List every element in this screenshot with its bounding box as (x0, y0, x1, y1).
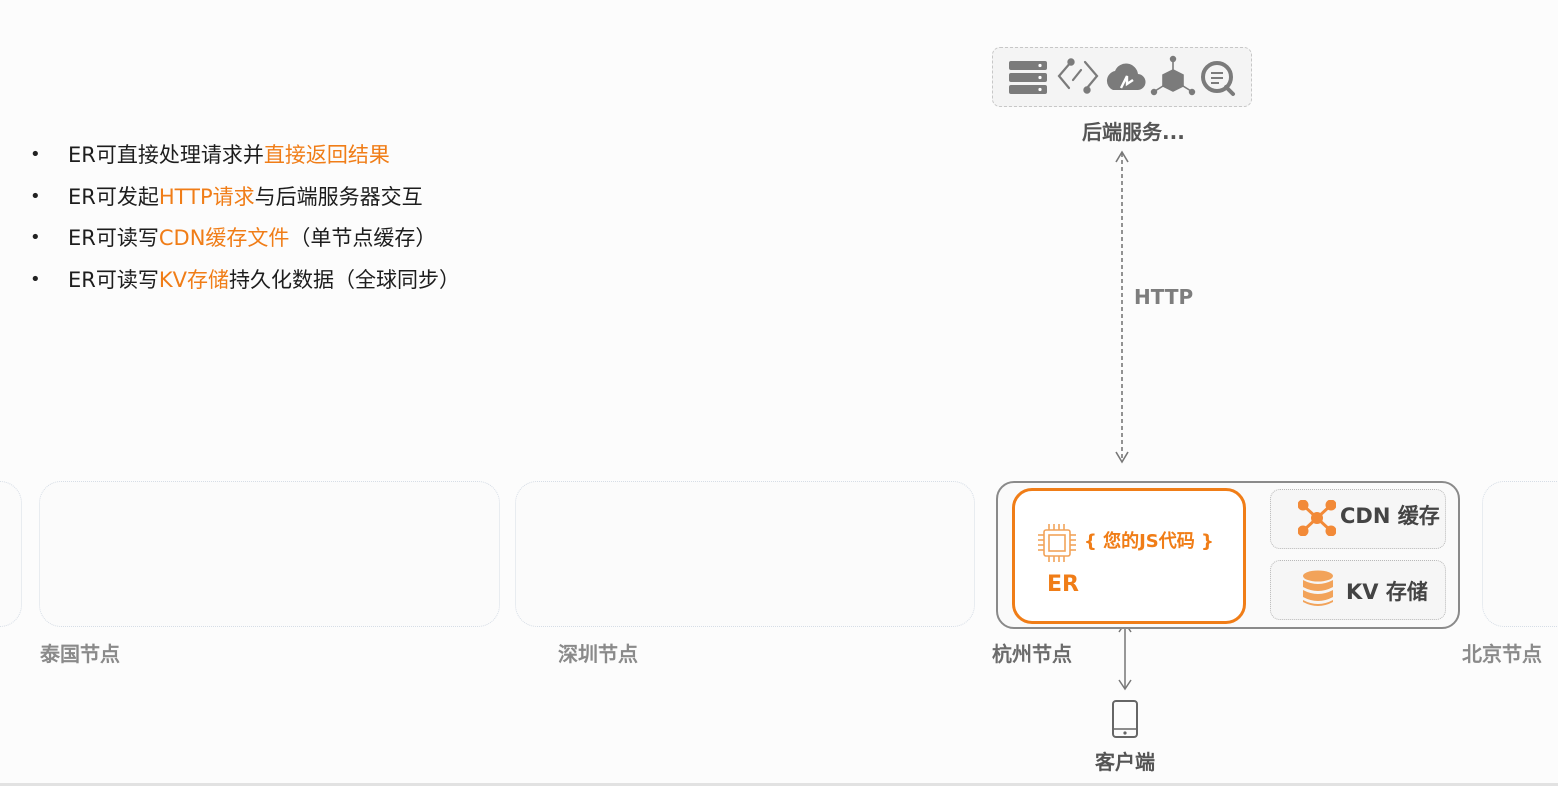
backend-label: 后端服务... (1082, 120, 1185, 144)
cdn-cache-box (1270, 489, 1446, 549)
feature-item: ER可发起HTTP请求与后端服务器交互 (30, 182, 460, 224)
feature-list: ER可直接处理请求并直接返回结果ER可发起HTTP请求与后端服务器交互ER可读写… (30, 140, 460, 306)
kv-storage-box (1270, 560, 1446, 620)
backend-services-box (992, 47, 1252, 107)
cloud-function-icon (1106, 63, 1146, 91)
backend-icons (1009, 55, 1235, 96)
node-label-hangzhou: 杭州节点 (992, 642, 1072, 666)
er-label: ER (1047, 572, 1079, 597)
server-stack-icon (1009, 61, 1047, 94)
feature-text: 持久化数据（全球同步） (229, 267, 461, 292)
highlight-text: HTTP请求 (158, 184, 255, 209)
highlight-text: KV存储 (158, 267, 230, 292)
feature-text: ER可读写 (68, 267, 159, 292)
highlight-text: CDN缓存文件 (158, 226, 290, 250)
feature-text: （单节点缓存） (289, 226, 437, 250)
database-icon (1303, 570, 1333, 606)
http-label: HTTP (1134, 285, 1194, 309)
feature-text: ER可读写 (68, 226, 159, 250)
bottom-divider (0, 783, 1558, 786)
highlight-text: 直接返回结果 (263, 143, 390, 167)
js-code-label: { 您的JS代码 } (1084, 531, 1214, 552)
edge-node-left-partial (0, 481, 22, 627)
api-gateway-icon (1057, 58, 1099, 94)
network-cube-icon (1150, 55, 1196, 96)
node-label-beijing: 北京节点 (1462, 642, 1542, 666)
feature-item: ER可读写KV存储持久化数据（全球同步） (30, 265, 460, 307)
feature-text: ER可发起 (68, 184, 159, 209)
chip-icon (1038, 524, 1076, 562)
client-label: 客户端 (1095, 750, 1155, 774)
cdn-network-icon (1298, 500, 1336, 536)
feature-item: ER可读写CDN缓存文件（单节点缓存） (30, 223, 460, 265)
search-log-icon (1201, 61, 1235, 96)
edge-node-shenzhen (515, 481, 975, 627)
kv-storage-label: KV 存储 (1346, 580, 1428, 604)
feature-text: ER可直接处理请求并 (68, 143, 264, 167)
node-label-thailand: 泰国节点 (40, 642, 120, 666)
feature-item: ER可直接处理请求并直接返回结果 (30, 140, 460, 182)
edge-node-thailand (39, 481, 500, 627)
http-arrow (1115, 150, 1129, 464)
edge-node-beijing (1482, 481, 1558, 627)
node-label-shenzhen: 深圳节点 (558, 642, 638, 666)
feature-text: 与后端服务器交互 (254, 184, 423, 209)
cdn-cache-label: CDN 缓存 (1340, 504, 1440, 528)
client-arrow (1118, 621, 1132, 691)
mobile-phone-icon (1112, 700, 1138, 738)
